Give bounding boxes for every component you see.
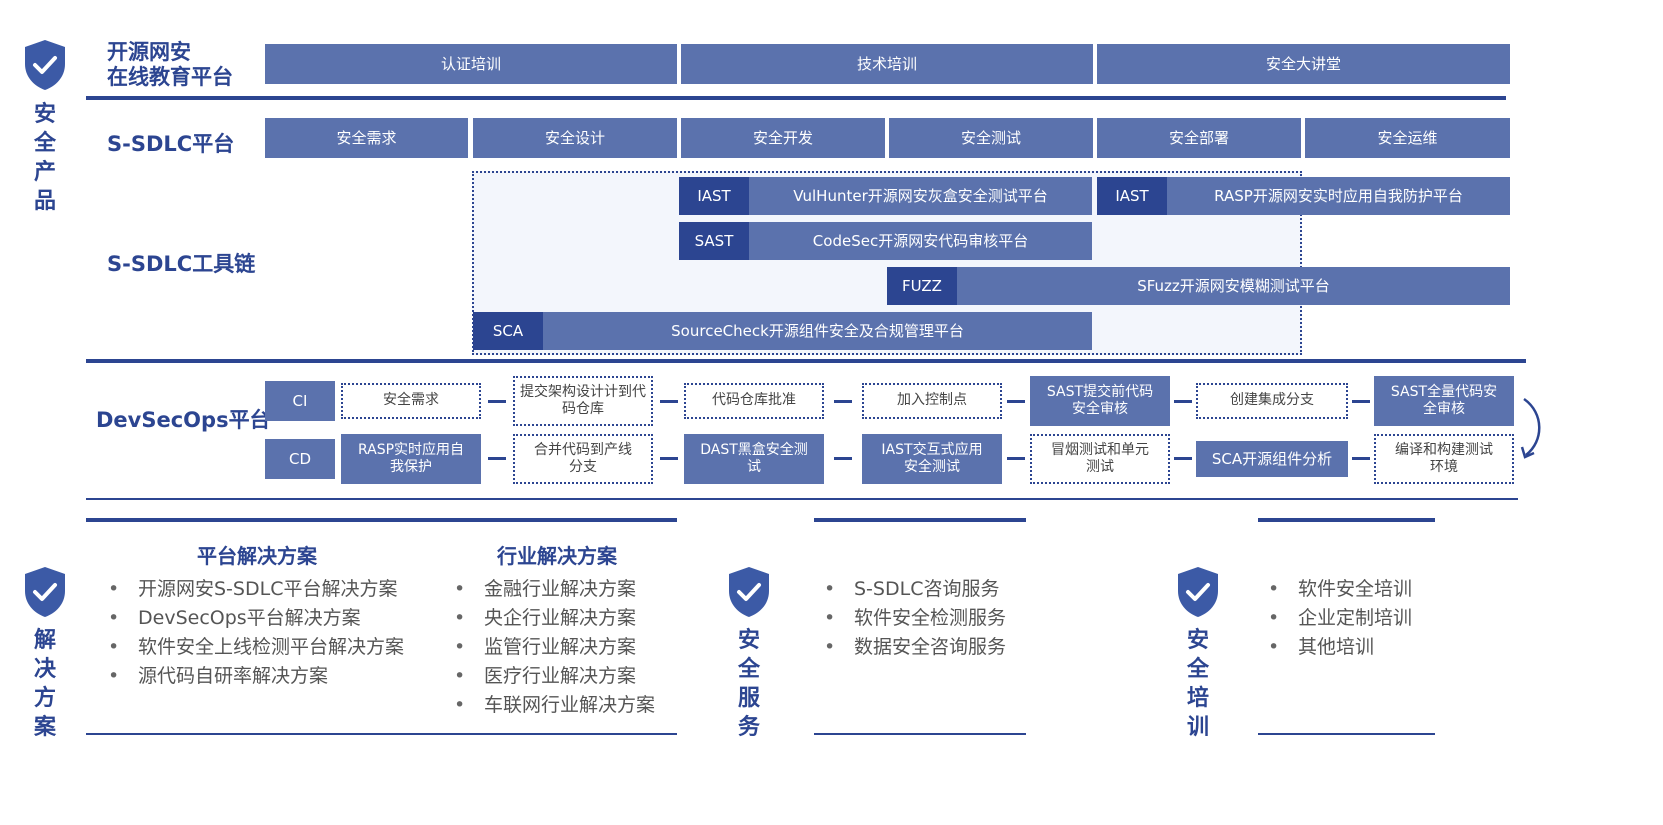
connector	[488, 400, 506, 403]
list-item[interactable]: 央企行业解决方案	[452, 604, 655, 633]
list-item[interactable]: 医疗行业解决方案	[452, 662, 655, 691]
phase-development[interactable]: 安全开发	[681, 118, 885, 158]
training-vertical-title: 安全培训	[1186, 628, 1209, 740]
connector	[1174, 400, 1192, 403]
divider	[86, 733, 677, 735]
list-item[interactable]: 其他培训	[1266, 633, 1412, 662]
divider	[86, 96, 1506, 100]
curved-arrow-icon	[1520, 397, 1541, 459]
cd-step-3[interactable]: DAST黑盒安全测试	[684, 434, 824, 484]
education-item-lecture[interactable]: 安全大讲堂	[1097, 44, 1510, 84]
cd-label: CD	[265, 439, 335, 479]
connector	[488, 457, 506, 460]
cd-step-7[interactable]: 编译和构建测试环境	[1374, 434, 1514, 484]
ci-step-6[interactable]: 创建集成分支	[1196, 383, 1348, 419]
list-item[interactable]: 软件安全检测服务	[822, 604, 1006, 633]
tool-tag-iast-2: IAST	[1097, 177, 1167, 215]
industry-solutions-list: 金融行业解决方案 央企行业解决方案 监管行业解决方案 医疗行业解决方案 车联网行…	[452, 575, 655, 720]
tool-tag-sca: SCA	[473, 312, 543, 350]
tool-tag-sast: SAST	[679, 222, 749, 260]
shield-check-icon	[729, 567, 769, 617]
education-title-line1: 开源网安	[107, 40, 191, 64]
product-vertical-title: 安全产品	[33, 102, 56, 214]
tool-rasp[interactable]: RASP开源网安实时应用自我防护平台	[1167, 177, 1510, 215]
list-item[interactable]: 金融行业解决方案	[452, 575, 655, 604]
cd-step-2[interactable]: 合并代码到产线分支	[513, 434, 653, 484]
divider	[1258, 733, 1435, 735]
connector	[660, 457, 678, 460]
shield-check-icon	[1178, 567, 1218, 617]
list-item[interactable]: DevSecOps平台解决方案	[106, 604, 404, 633]
connector	[834, 400, 852, 403]
education-item-certification[interactable]: 认证培训	[265, 44, 677, 84]
list-item[interactable]: 软件安全上线检测平台解决方案	[106, 633, 404, 662]
ci-step-7[interactable]: SAST全量代码安全审核	[1374, 376, 1514, 426]
connector	[1007, 457, 1025, 460]
education-title-line2: 在线教育平台	[107, 65, 233, 89]
connector	[660, 400, 678, 403]
training-list: 软件安全培训 企业定制培训 其他培训	[1266, 575, 1412, 662]
list-item[interactable]: 监管行业解决方案	[452, 633, 655, 662]
phase-testing[interactable]: 安全测试	[889, 118, 1093, 158]
tool-codesec[interactable]: CodeSec开源网安代码审核平台	[749, 222, 1092, 260]
platform-solutions-heading: 平台解决方案	[197, 544, 317, 568]
cd-step-5[interactable]: 冒烟测试和单元测试	[1030, 434, 1170, 484]
ci-step-3[interactable]: 代码仓库批准	[684, 383, 824, 419]
list-item[interactable]: S-SDLC咨询服务	[822, 575, 1006, 604]
cd-step-1[interactable]: RASP实时应用自我保护	[341, 434, 481, 484]
industry-solutions-heading: 行业解决方案	[497, 544, 617, 568]
tool-vulhunter[interactable]: VulHunter开源网安灰盒安全测试平台	[749, 177, 1092, 215]
phase-operations[interactable]: 安全运维	[1305, 118, 1510, 158]
divider	[86, 359, 1526, 363]
list-item[interactable]: 开源网安S-SDLC平台解决方案	[106, 575, 404, 604]
ci-step-5[interactable]: SAST提交前代码安全审核	[1030, 376, 1170, 426]
solutions-vertical-title: 解决方案	[33, 628, 56, 740]
ci-step-4[interactable]: 加入控制点	[862, 383, 1002, 419]
list-item[interactable]: 车联网行业解决方案	[452, 691, 655, 720]
connector	[1007, 400, 1025, 403]
list-item[interactable]: 软件安全培训	[1266, 575, 1412, 604]
services-list: S-SDLC咨询服务 软件安全检测服务 数据安全咨询服务	[822, 575, 1006, 662]
cd-step-6[interactable]: SCA开源组件分析	[1196, 441, 1348, 477]
list-item[interactable]: 数据安全咨询服务	[822, 633, 1006, 662]
divider	[86, 518, 677, 522]
devsecops-title: DevSecOps平台	[96, 408, 271, 432]
divider	[814, 733, 1026, 735]
tool-sourcecheck[interactable]: SourceCheck开源组件安全及合规管理平台	[543, 312, 1092, 350]
connector	[1352, 400, 1370, 403]
toolchain-title: S-SDLC工具链	[107, 252, 256, 276]
services-vertical-title: 安全服务	[737, 628, 760, 740]
ci-label: CI	[265, 381, 335, 421]
list-item[interactable]: 企业定制培训	[1266, 604, 1412, 633]
phase-requirement[interactable]: 安全需求	[265, 118, 468, 158]
connector	[1352, 457, 1370, 460]
tool-sfuzz[interactable]: SFuzz开源网安模糊测试平台	[957, 267, 1510, 305]
divider	[1258, 518, 1435, 522]
tool-tag-iast-1: IAST	[679, 177, 749, 215]
tool-tag-fuzz: FUZZ	[887, 267, 957, 305]
shield-check-icon	[25, 567, 65, 617]
ci-step-2[interactable]: 提交架构设计计到代码仓库	[513, 376, 653, 426]
divider	[814, 518, 1026, 522]
connector	[834, 457, 852, 460]
platform-solutions-list: 开源网安S-SDLC平台解决方案 DevSecOps平台解决方案 软件安全上线检…	[106, 575, 404, 691]
education-platform-title: 开源网安 在线教育平台	[107, 40, 233, 90]
divider	[86, 498, 1518, 500]
ci-step-1[interactable]: 安全需求	[341, 383, 481, 419]
sdlc-platform-title: S-SDLC平台	[107, 132, 235, 156]
cd-step-4[interactable]: IAST交互式应用安全测试	[862, 434, 1002, 484]
phase-deployment[interactable]: 安全部署	[1097, 118, 1301, 158]
list-item[interactable]: 源代码自研率解决方案	[106, 662, 404, 691]
shield-check-icon	[25, 40, 65, 90]
connector	[1174, 457, 1192, 460]
education-item-technical[interactable]: 技术培训	[681, 44, 1093, 84]
phase-design[interactable]: 安全设计	[473, 118, 677, 158]
